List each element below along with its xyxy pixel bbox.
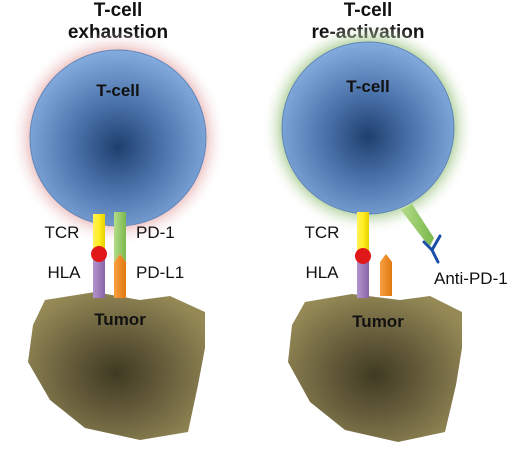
left-hla-label: HLA (47, 263, 81, 282)
left-tumor (28, 292, 205, 440)
left-tumor-label: Tumor (94, 310, 146, 329)
right-pd1-receptor (401, 204, 434, 246)
antibody-icon (422, 234, 442, 264)
right-cell-label: T-cell (346, 77, 389, 96)
left-panel: T-cell exhaustion Tumor T-cell TCR PD-1 … (10, 0, 226, 440)
right-tcr-receptor (357, 212, 369, 258)
left-cell-label: T-cell (96, 81, 139, 100)
right-t-cell (281, 41, 455, 215)
right-hla-receptor (357, 256, 369, 298)
left-tcr-hla-contact (91, 246, 107, 262)
right-panel: T-cell re-activation Tumor T-cell TCR HL… (262, 0, 508, 442)
right-pdl1-ligand (380, 254, 392, 296)
left-tcr-receptor (93, 214, 105, 256)
left-hla-receptor (93, 254, 105, 298)
right-antibody-label: Anti-PD-1 (434, 269, 508, 288)
left-pdl1-label: PD-L1 (136, 263, 184, 282)
left-pd1-receptor (114, 212, 126, 262)
left-title-line1: T-cell (94, 0, 143, 21)
right-title-line1: T-cell (344, 0, 393, 21)
right-tumor-label: Tumor (352, 312, 404, 331)
left-t-cell (29, 49, 207, 227)
left-pd1-label: PD-1 (136, 223, 175, 242)
left-pdl1-ligand (114, 254, 126, 298)
right-hla-label: HLA (305, 263, 339, 282)
right-tcr-label: TCR (305, 223, 340, 242)
right-tumor (288, 294, 462, 442)
right-tcr-hla-contact (355, 248, 371, 264)
left-tcr-label: TCR (45, 223, 80, 242)
